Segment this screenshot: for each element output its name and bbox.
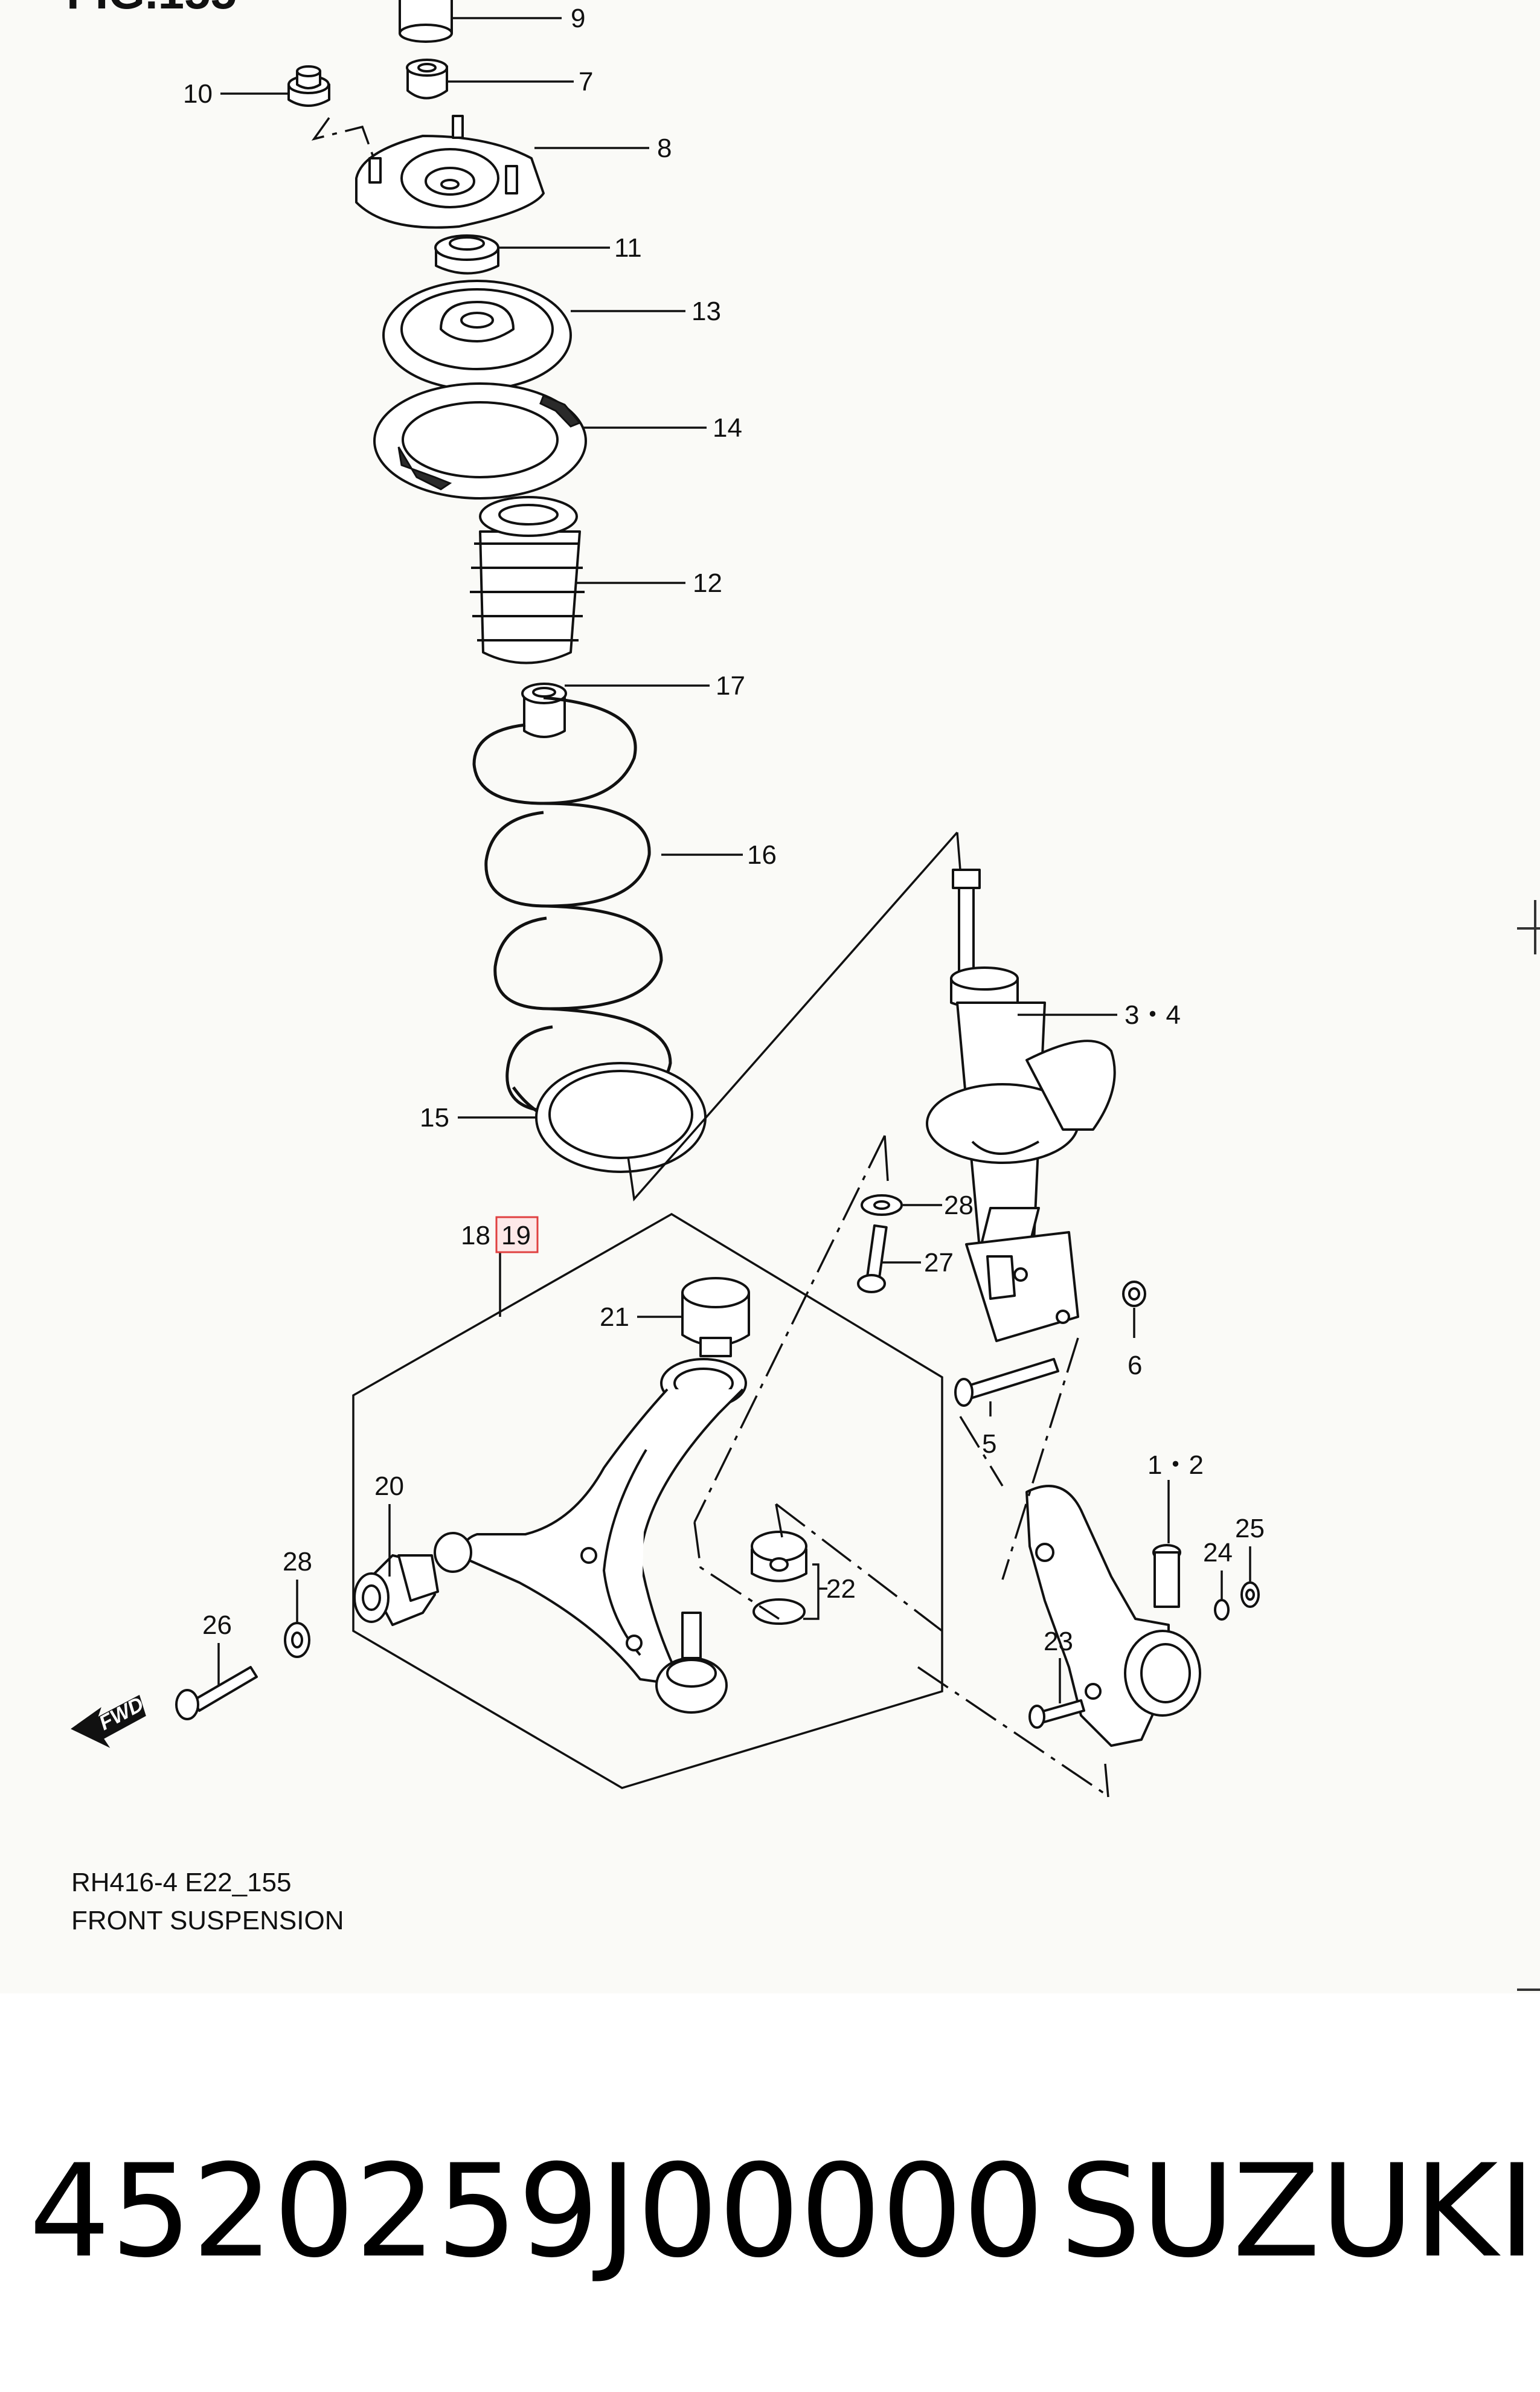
fwd-arrow-icon: FWD: [71, 1693, 147, 1748]
callout-14: 14: [713, 413, 742, 443]
part-9-cap: [399, 0, 453, 43]
callout-19: 19: [501, 1221, 531, 1250]
callout-8: 8: [657, 133, 672, 163]
callout-1-2: 1・2: [1147, 1450, 1204, 1480]
callout-23: 23: [1044, 1627, 1073, 1656]
part-23-bolt: [1028, 1699, 1085, 1729]
alignment-line-22: [775, 1503, 783, 1538]
part-8-strut-mount: [355, 115, 545, 229]
callout-11: 11: [614, 233, 642, 263]
callout-3-4: 3・4: [1125, 1000, 1181, 1030]
part-21-bushing: [681, 1277, 750, 1357]
callout-16: 16: [747, 840, 777, 870]
part-5-bolt: [954, 1358, 1059, 1407]
callout-5: 5: [982, 1429, 996, 1459]
callout-13: 13: [691, 297, 721, 326]
callout-20: 20: [374, 1471, 404, 1501]
alignment-line-22b: [775, 1503, 943, 1632]
callout-24: 24: [1203, 1538, 1233, 1567]
part-28-washer-upper: [861, 1194, 903, 1216]
alignment-line-ball: [693, 1522, 780, 1620]
callout-25: 25: [1235, 1514, 1265, 1543]
part-10-nut: [287, 65, 330, 107]
alignment-line-knuckle-bottom: [917, 1666, 1106, 1795]
alignment-line-arm: [693, 1135, 886, 1523]
part-20-bushing: [353, 1554, 439, 1626]
callout-21: 21: [600, 1302, 629, 1332]
callout-28-upper: 28: [944, 1191, 974, 1220]
diagram-sheet: FIG.155: [66, 0, 1540, 1991]
part-19-lower-arm: [434, 1358, 747, 1686]
caption-diagram-name: FRONT SUSPENSION: [71, 1906, 344, 1935]
callout-19-highlight: [495, 1216, 539, 1253]
callout-22: 22: [826, 1574, 856, 1604]
part-12-bump-boot: [470, 496, 585, 664]
part-24-washer: [1214, 1599, 1230, 1621]
part-26-bolt: [175, 1666, 258, 1720]
callout-26: 26: [202, 1610, 232, 1640]
part-16-coil-spring: [472, 696, 675, 1126]
part-15-lower-spring-seat: [535, 1062, 707, 1173]
part-17-bump-rubber: [521, 683, 567, 738]
callout-17: 17: [716, 671, 745, 701]
strut-alignment-top: [956, 832, 961, 870]
callout-18: 18: [461, 1221, 490, 1250]
part-27-bolt: [857, 1224, 888, 1293]
part-28-washer-lower: [284, 1622, 310, 1658]
front-suspension-exploded-diagram: FIG.155: [66, 0, 1265, 1798]
alignment-line-knuckle-tick: [1104, 1763, 1109, 1798]
leader-lines: [217, 17, 1251, 1703]
callout-27: 27: [924, 1248, 954, 1278]
part-22-bushing: [751, 1531, 807, 1625]
part-14-spring-insulator: [373, 382, 587, 500]
part-11-seat: [434, 234, 499, 275]
lower-arm-frame: [352, 1212, 943, 1789]
part-3-4-strut: [926, 869, 1116, 1342]
callout-9: 9: [571, 4, 585, 33]
callout-6: 6: [1128, 1351, 1142, 1380]
callout-12: 12: [693, 568, 722, 598]
part-ball-joint: [655, 1612, 728, 1714]
part-1-2-knuckle: [1025, 1485, 1201, 1747]
caption-diagram-code: RH416-4 E22_155: [71, 1868, 292, 1897]
alignment-line-knuckle: [1001, 1337, 1079, 1580]
callout-28-lower: 28: [283, 1547, 312, 1577]
alignment-line-bolt5: [959, 1416, 1004, 1487]
sheet-edge-mark-right: [1517, 927, 1540, 930]
alignment-tick: [884, 1135, 889, 1182]
callout-10: 10: [183, 79, 213, 109]
part-number: 4520259J00000: [29, 2136, 1045, 2286]
part-7-nut: [406, 59, 448, 100]
brand-name: SUZUKI: [1060, 2136, 1536, 2286]
figure-title: FIG.155: [66, 0, 237, 19]
callout-7: 7: [579, 67, 593, 97]
part-10-alignment-line: [311, 117, 376, 161]
part-6-nut: [1122, 1281, 1146, 1307]
sheet-edge-mark-right-vertical: [1534, 900, 1536, 954]
part-13-upper-spring-seat: [382, 280, 572, 391]
sheet-edge-mark-bottom: [1517, 1989, 1540, 1991]
callout-15: 15: [420, 1103, 449, 1133]
part-25-nut: [1240, 1581, 1260, 1608]
strut-alignment-frame: [627, 831, 958, 1202]
